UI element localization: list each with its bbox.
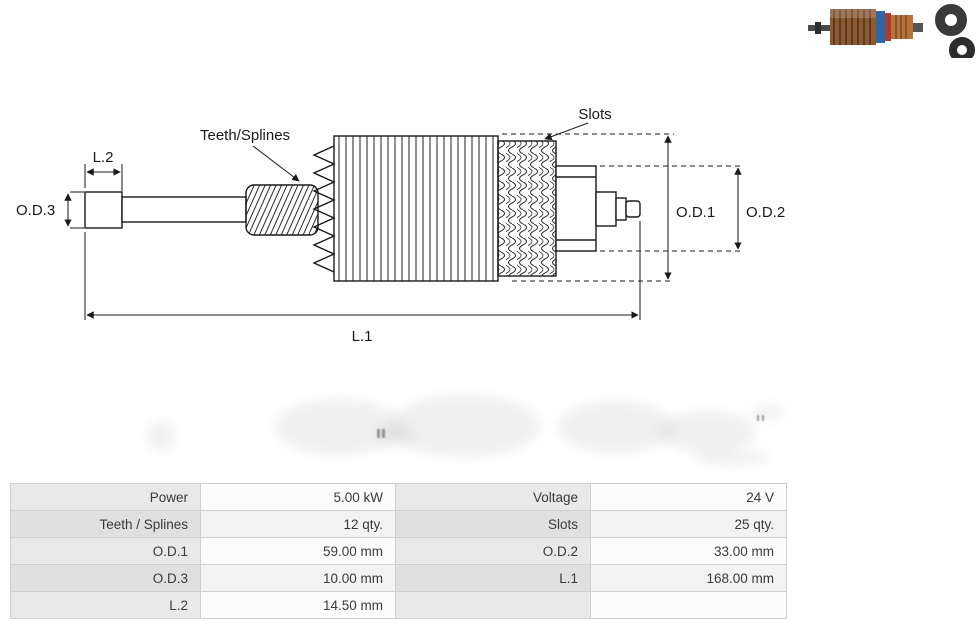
commutator-copper [891,15,913,39]
spec-value-od2: 33.00 mm [590,537,787,565]
spec-value-od1: 59.00 mm [200,537,396,565]
shaft-end-left [84,191,123,229]
product-photo [806,0,976,58]
table-row: O.D.3 10.00 mm L.1 168.00 mm [10,564,787,592]
spec-label-slots: Slots [395,510,591,538]
spec-value-l2: 14.50 mm [200,591,396,619]
commutator [497,140,557,277]
od2-label: O.D.2 [746,204,785,221]
spec-value-slots: 25 qty. [590,510,787,538]
spec-label-teeth-splines: Teeth / Splines [10,510,201,538]
product-photo-image [808,4,975,58]
spec-label-od3: O.D.3 [10,564,201,592]
armature-photo [808,9,923,45]
red-band [885,13,891,41]
shaft-step [595,191,617,227]
spec-value-l1: 168.00 mm [590,564,787,592]
spec-value-voltage: 24 V [590,483,787,511]
armature-technical-diagram: O.D.3 L.2 Teeth/Splines Slots O.D.1 O.D.… [16,106,785,345]
od1-label: O.D.1 [676,204,715,221]
table-row: L.2 14.50 mm [10,591,787,619]
table-row: O.D.1 59.00 mm O.D.2 33.00 mm [10,537,787,565]
spec-label-empty [395,591,591,619]
table-row: Power 5.00 kW Voltage 24 V [10,483,787,511]
watermark [140,393,810,481]
shaft [121,196,247,223]
table-row: Teeth / Splines 12 qty. Slots 25 qty. [10,510,787,538]
spec-value-od3: 10.00 mm [200,564,396,592]
spec-label-l2: L.2 [10,591,201,619]
spec-table: Power 5.00 kW Voltage 24 V Teeth / Splin… [10,483,787,619]
armature-core [333,135,499,282]
l1-label: L.1 [352,328,373,345]
slots-label: Slots [578,106,611,123]
spline-section [245,184,319,236]
spec-value-empty [590,591,787,619]
spec-label-od1: O.D.1 [10,537,201,565]
washer-rings [935,4,975,58]
spec-label-power: Power [10,483,201,511]
spec-value-teeth-splines: 12 qty. [200,510,396,538]
dimension-lines [64,122,744,320]
spec-label-voltage: Voltage [395,483,591,511]
winding-zigzag [312,145,336,273]
l2-label: L.2 [93,149,114,166]
shaft-end-right [625,200,641,218]
spec-label-l1: L.1 [395,564,591,592]
shaft-groove [615,197,627,221]
spec-label-od2: O.D.2 [395,537,591,565]
spec-value-power: 5.00 kW [200,483,396,511]
blue-band [876,11,885,43]
teeth-splines-label: Teeth/Splines [200,127,290,144]
od3-label: O.D.3 [16,202,55,219]
commutator-end [555,165,597,252]
